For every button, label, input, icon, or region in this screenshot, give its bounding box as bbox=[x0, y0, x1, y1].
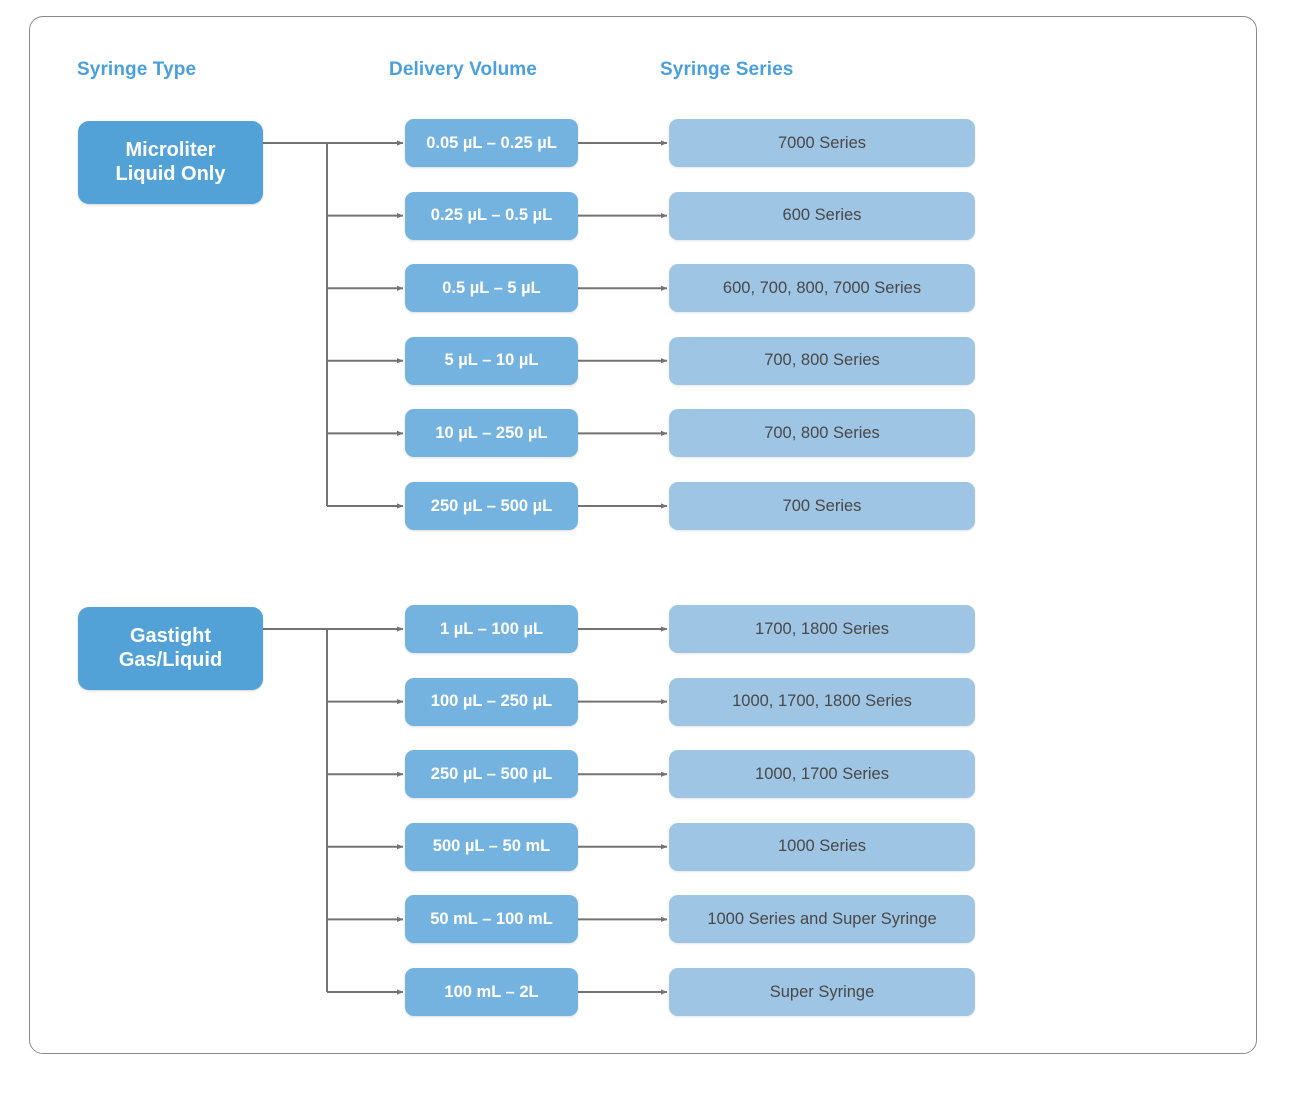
delivery-volume-box[interactable]: 500 µL – 50 mL bbox=[405, 822, 578, 871]
syringe-series-box[interactable]: 700, 800 Series bbox=[669, 336, 975, 385]
syringe-type-label: Microliter Liquid Only bbox=[115, 139, 226, 185]
syringe-series-box[interactable]: 1000 Series bbox=[669, 822, 975, 871]
delivery-volume-box[interactable]: 1 µL – 100 µL bbox=[405, 605, 578, 653]
delivery-volume-box[interactable]: 100 µL – 250 µL bbox=[405, 677, 578, 726]
syringe-series-box[interactable]: 1700, 1800 Series bbox=[669, 605, 975, 653]
syringe-type-box[interactable]: Gastight Gas/Liquid bbox=[78, 606, 263, 690]
column-header-syringe-series: Syringe Series bbox=[660, 59, 794, 80]
column-header-syringe-type: Syringe Type bbox=[77, 59, 197, 80]
syringe-series-box[interactable]: 700 Series bbox=[669, 482, 975, 530]
delivery-volume-box[interactable]: 100 mL – 2L bbox=[405, 968, 578, 1016]
delivery-volume-box[interactable]: 250 µL – 500 µL bbox=[405, 750, 578, 799]
syringe-series-box[interactable]: 1000, 1700 Series bbox=[669, 750, 975, 799]
syringe-series-box[interactable]: 7000 Series bbox=[669, 119, 975, 167]
syringe-series-box[interactable]: 600, 700, 800, 7000 Series bbox=[669, 264, 975, 313]
delivery-volume-box[interactable]: 50 mL – 100 mL bbox=[405, 895, 578, 944]
syringe-type-box[interactable]: Microliter Liquid Only bbox=[78, 120, 263, 204]
delivery-volume-box[interactable]: 10 µL – 250 µL bbox=[405, 409, 578, 458]
column-header-delivery-volume: Delivery Volume bbox=[389, 59, 537, 80]
delivery-volume-box[interactable]: 250 µL – 500 µL bbox=[405, 482, 578, 530]
syringe-series-box[interactable]: 600 Series bbox=[669, 191, 975, 240]
syringe-series-box[interactable]: 1000, 1700, 1800 Series bbox=[669, 677, 975, 726]
diagram-frame bbox=[29, 16, 1257, 1054]
delivery-volume-box[interactable]: 5 µL – 10 µL bbox=[405, 336, 578, 385]
syringe-type-label: Gastight Gas/Liquid bbox=[118, 625, 223, 671]
syringe-series-box[interactable]: Super Syringe bbox=[669, 968, 975, 1016]
syringe-series-box[interactable]: 700, 800 Series bbox=[669, 409, 975, 458]
syringe-series-box[interactable]: 1000 Series and Super Syringe bbox=[669, 895, 975, 944]
delivery-volume-box[interactable]: 0.05 µL – 0.25 µL bbox=[405, 119, 578, 167]
delivery-volume-box[interactable]: 0.25 µL – 0.5 µL bbox=[405, 191, 578, 240]
delivery-volume-box[interactable]: 0.5 µL – 5 µL bbox=[405, 264, 578, 313]
